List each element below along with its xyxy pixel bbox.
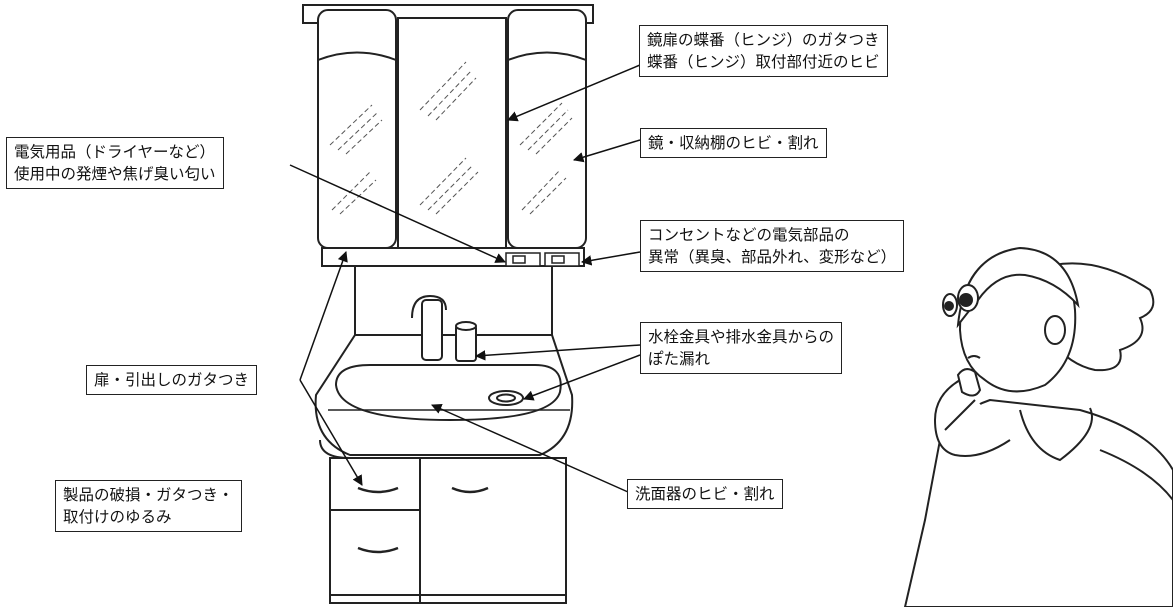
woman-figure (903, 246, 1173, 607)
leader-outlet (580, 251, 641, 266)
callout-line: 使用中の発煙や焦げ臭い匂い (14, 165, 216, 183)
callout-line: 洗面器のヒビ・割れ (635, 485, 775, 503)
mirror-sheen (329, 61, 573, 215)
leader-lines (289, 64, 641, 493)
callout-line: 電気用品（ドライヤーなど） (14, 143, 216, 161)
callout-line: 取付けのゆるみ (63, 508, 172, 526)
callout-line: 製品の破損・ガタつき・ (63, 486, 234, 504)
callout-basin-crack: 洗面器のヒビ・割れ (627, 479, 783, 509)
callout-line: 鏡扉の蝶番（ヒンジ）のガタつき (647, 31, 880, 49)
leader-faucet (474, 344, 641, 361)
callout-mirror-crack: 鏡・収納棚のヒビ・割れ (640, 128, 827, 158)
leader-basin (431, 404, 629, 493)
leader-door-1 (299, 251, 348, 381)
leader-door-2 (299, 379, 363, 486)
callout-line: 水栓金具や排水金具からの (648, 328, 835, 346)
callout-door-drawer: 扉・引出しのガタつき (86, 365, 258, 395)
outlet-icon (505, 252, 580, 267)
callout-line: 蝶番（ヒンジ）取付部付近のヒビ (647, 53, 880, 71)
callout-electrical-appliance: 電気用品（ドライヤーなど） 使用中の発煙や焦げ臭い匂い (6, 137, 224, 189)
vanity-cabinet (329, 457, 567, 604)
callout-line: 異常（異臭、部品外れ、変形など） (648, 248, 897, 266)
callout-line: 鏡・収納棚のヒビ・割れ (648, 134, 819, 152)
leader-drain (523, 354, 641, 401)
callout-line: 扉・引出しのガタつき (94, 371, 250, 389)
callout-product-damage: 製品の破損・ガタつき・ 取付けのゆるみ (55, 480, 242, 532)
callout-line: ぽた漏れ (648, 350, 711, 368)
faucet-icon (411, 294, 477, 362)
leader-electrical (289, 164, 506, 263)
mirror-cabinet (302, 4, 594, 267)
backsplash (354, 266, 553, 335)
leader-mirror-hinge (507, 64, 641, 122)
callout-line: コンセントなどの電気部品の (648, 226, 850, 244)
callout-outlet: コンセントなどの電気部品の 異常（異臭、部品外れ、変形など） (640, 220, 905, 272)
callout-mirror-hinge: 鏡扉の蝶番（ヒンジ）のガタつき 蝶番（ヒンジ）取付部付近のヒビ (639, 25, 888, 77)
callout-faucet-leak: 水栓金具や排水金具からの ぽた漏れ (640, 322, 843, 374)
leader-mirror-crack (572, 139, 641, 163)
basin (314, 334, 574, 459)
drain-icon (488, 390, 524, 406)
